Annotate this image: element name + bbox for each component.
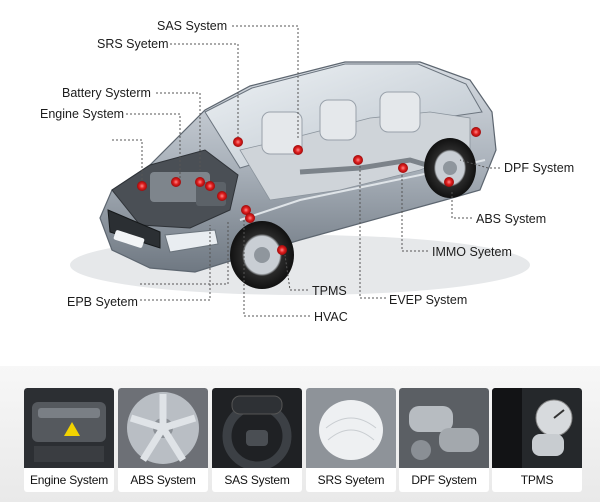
car-cutaway-illustration [70, 25, 530, 317]
thumbnail-abs[interactable]: ABS System [118, 388, 208, 492]
hotspot-engine [137, 181, 147, 191]
label-tpms: TPMS [312, 284, 347, 298]
hotspot-epb [241, 205, 251, 215]
hotspot-sas [293, 145, 303, 155]
front-wheel [230, 221, 294, 289]
thumbnail-caption: SAS System [224, 473, 290, 487]
hotspot-tpms [277, 245, 287, 255]
label-battery-system: Battery Systerm [62, 86, 151, 100]
label-evep-system: EVEP System [389, 293, 468, 307]
rear-wheel [424, 138, 476, 198]
thumbnail-tpms[interactable]: TPMS [492, 388, 582, 492]
leader-lines [112, 25, 500, 317]
thumbnail-engine[interactable]: Engine System [24, 388, 114, 492]
thumbnail-caption: DPF System [411, 473, 477, 487]
label-sas-system: SAS System [157, 19, 228, 33]
hotspot-evep [353, 155, 363, 165]
hotspot-abs [444, 177, 454, 187]
thumbnail-caption: SRS Syetem [317, 473, 385, 487]
hotspot-dpf [471, 127, 481, 137]
hotspot-battery [171, 177, 181, 187]
tire-pressure-gauge-photo-icon [492, 388, 582, 468]
label-epb-system: EPB Syetem [67, 295, 138, 309]
hotspot-markers [137, 127, 481, 255]
thumbnail-srs[interactable]: SRS Syetem [306, 388, 396, 492]
exhaust-filter-photo-icon [399, 388, 489, 468]
thumbnail-caption: Engine System [29, 473, 109, 487]
thumbnail-caption: TPMS [520, 473, 554, 487]
hotspot-hvac [217, 191, 227, 201]
system-thumbnail-strip: Engine System ABS System SAS System [0, 366, 600, 502]
car-body [99, 61, 497, 273]
airbag-photo-icon [306, 388, 396, 468]
thumbnail-caption: ABS System [130, 473, 196, 487]
engine-photo-icon [24, 388, 114, 468]
label-srs-system: SRS Syetem [97, 37, 169, 51]
hotspot-srs [233, 137, 243, 147]
steering-wheel-photo-icon [212, 388, 302, 468]
label-engine-system: Engine System [40, 107, 125, 121]
label-dpf-system: DPF System [504, 161, 575, 175]
wheel-rim-photo-icon [118, 388, 208, 468]
label-hvac: HVAC [314, 310, 348, 324]
hotspot-immo [398, 163, 408, 173]
hotspot-engine-2 [195, 177, 205, 187]
hotspot-engine-3 [205, 181, 215, 191]
hotspot-epb-2 [245, 213, 255, 223]
label-immo-system: IMMO Syetem [432, 245, 512, 259]
label-abs-system: ABS System [476, 212, 547, 226]
thumbnail-dpf[interactable]: DPF System [399, 388, 489, 492]
thumbnail-sas[interactable]: SAS System [212, 388, 302, 492]
